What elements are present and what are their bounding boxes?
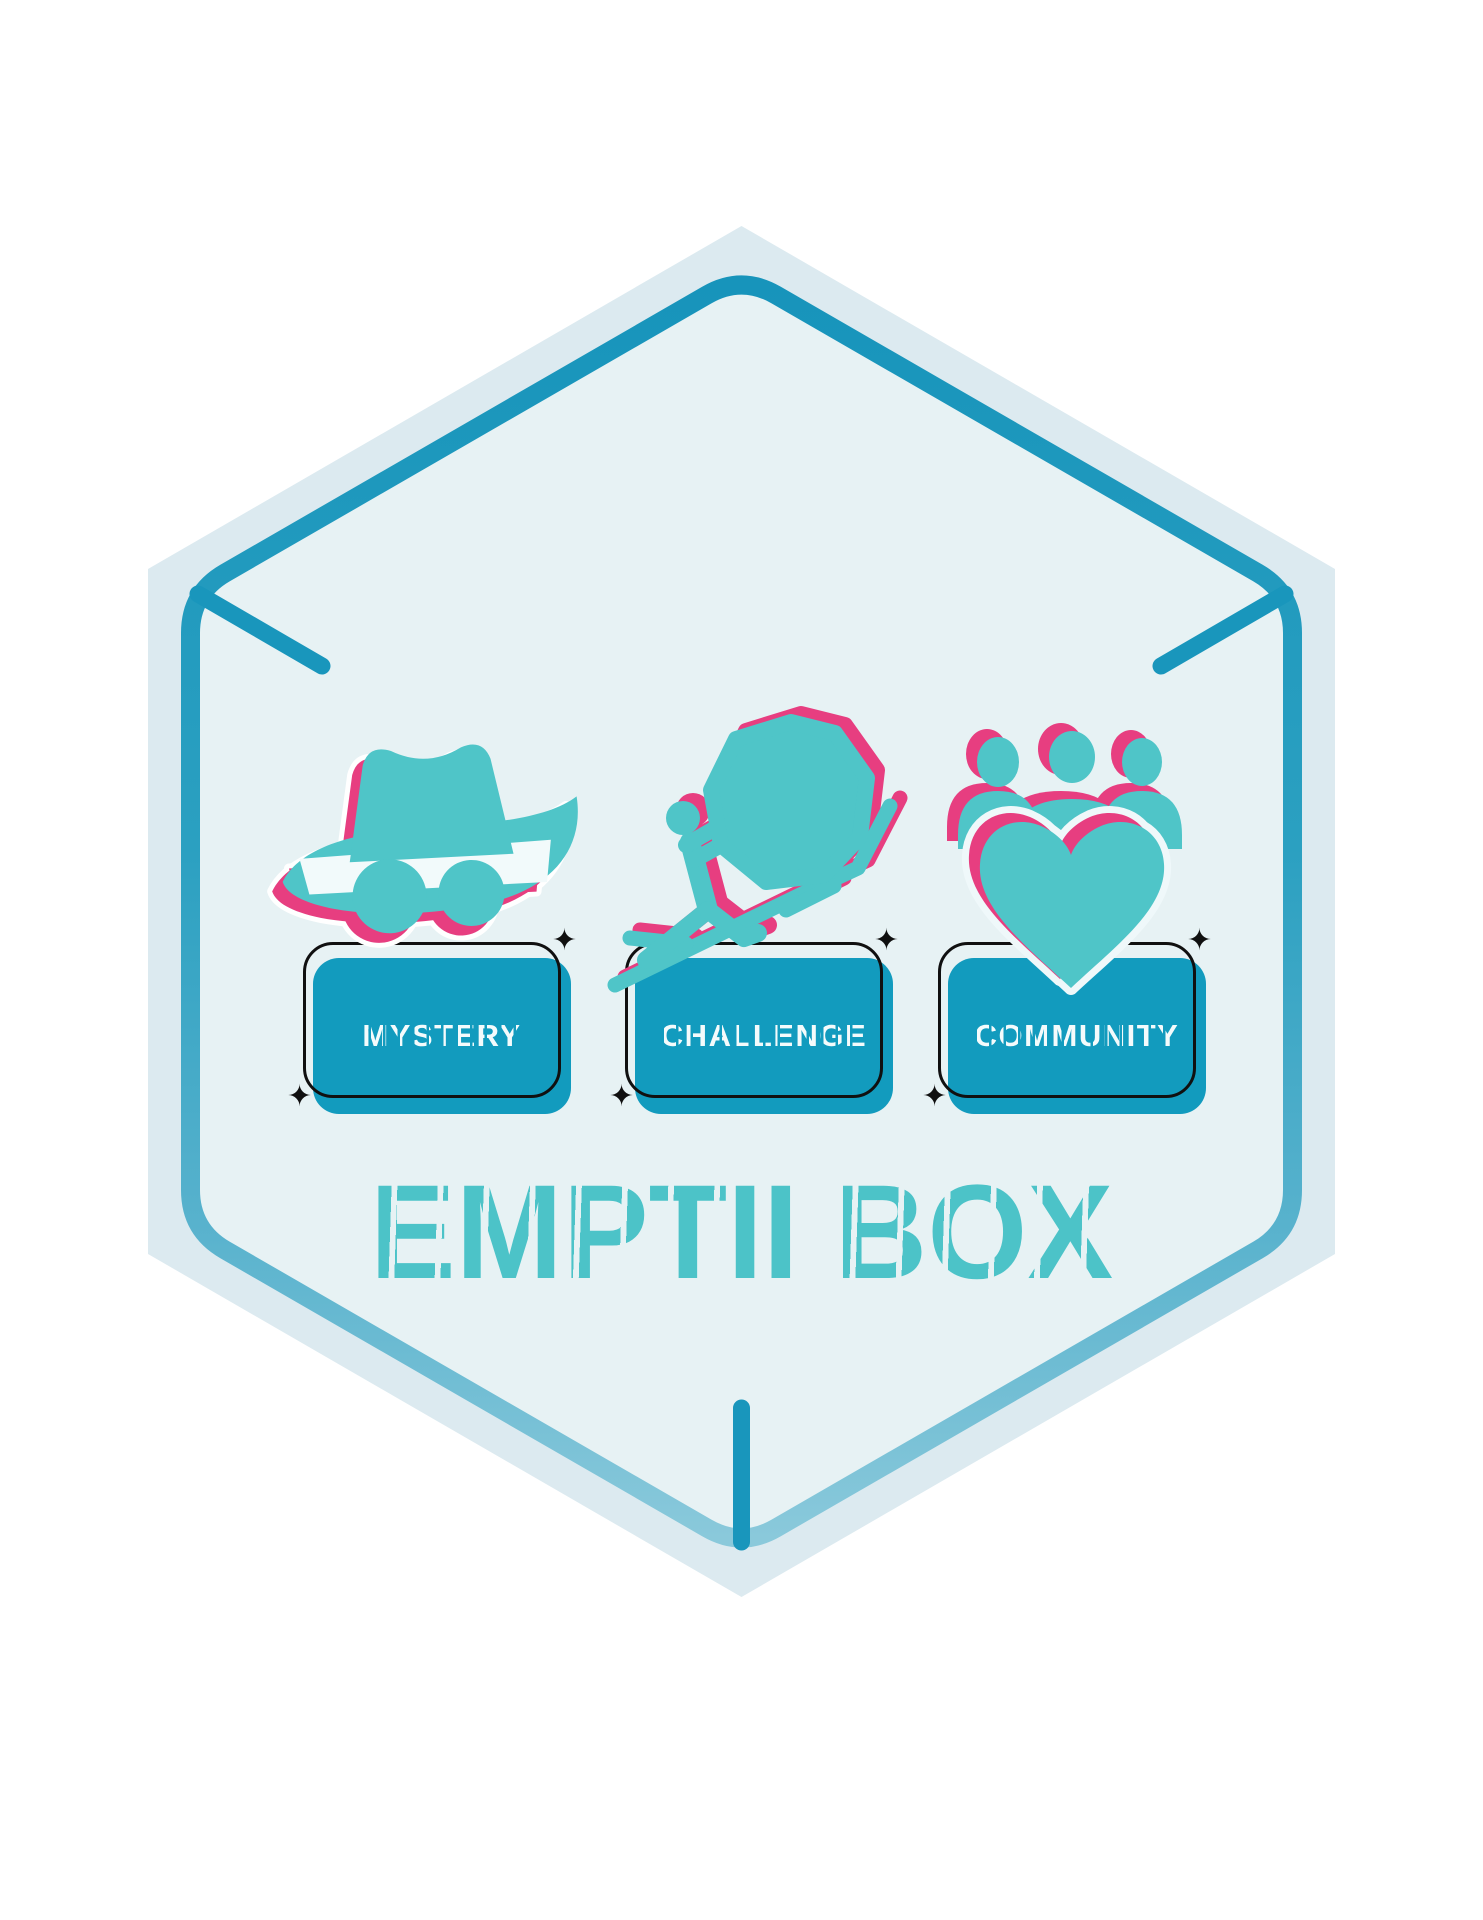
sparkle-icon: ✦ xyxy=(922,1079,948,1114)
feature-card-label: COMMUNITY xyxy=(974,1018,1180,1053)
feature-card-mystery: MYSTERY ✦ ✦ xyxy=(287,926,577,1114)
corner-accent-top-left xyxy=(189,585,331,675)
feature-card-label: MYSTERY xyxy=(362,1018,522,1053)
feature-card-fill xyxy=(313,958,571,1114)
brand-title: EMPTII BOX xyxy=(369,1157,1114,1307)
feature-card-challenge: CHALLENGE ✦ ✦ xyxy=(609,926,899,1114)
sparkle-icon: ✦ xyxy=(1186,923,1212,958)
sparkle-icon: ✦ xyxy=(287,1079,313,1114)
sparkle-icon: ✦ xyxy=(609,1079,635,1114)
feature-card-community: COMMUNITY ✦ ✦ xyxy=(922,926,1212,1114)
sparkle-icon: ✦ xyxy=(873,923,899,958)
feature-card-label: CHALLENGE xyxy=(660,1018,868,1053)
corner-accent-top-right xyxy=(1152,585,1294,675)
sparkle-icon: ✦ xyxy=(551,923,577,958)
hexagon-border xyxy=(181,275,1302,1548)
